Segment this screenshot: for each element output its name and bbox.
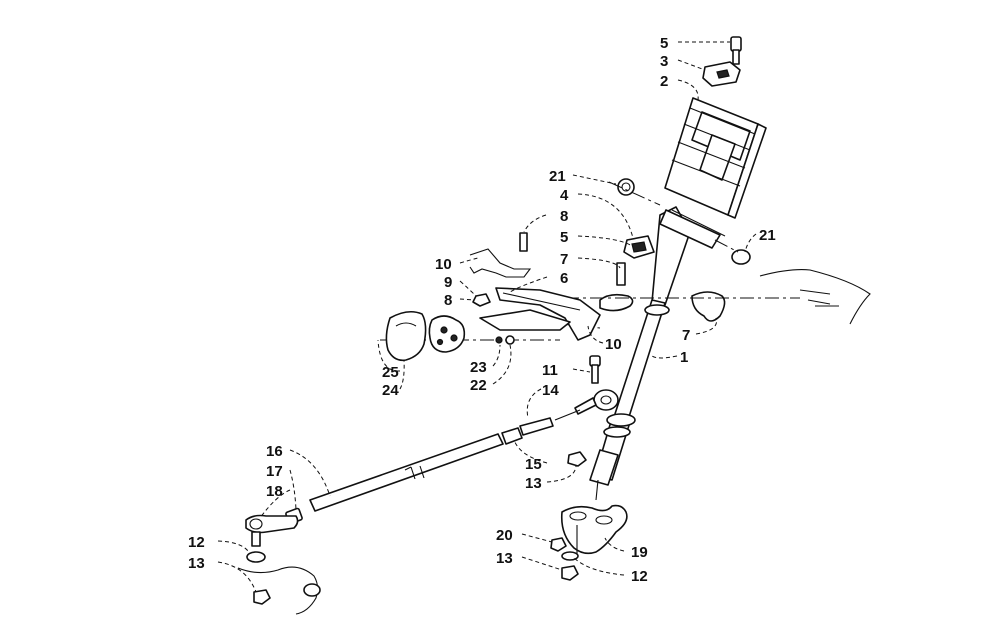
- support-bracket: [479, 287, 601, 341]
- callout-2: 2: [660, 73, 668, 90]
- callout-20: 20: [496, 527, 513, 544]
- callout-21-right: 21: [759, 227, 776, 244]
- top-cap-clamp: [702, 61, 741, 87]
- callout-10-right: 10: [605, 336, 622, 353]
- washer-small-b: [505, 335, 515, 345]
- washer-left: [246, 551, 266, 563]
- screw-small-a: [495, 336, 503, 344]
- callout-16: 16: [266, 443, 283, 460]
- callout-11: 11: [542, 362, 558, 379]
- callout-10-top: 10: [435, 256, 452, 273]
- clamp-half-right: [691, 291, 726, 322]
- bolt-upper: [519, 232, 528, 252]
- callout-12-left: 12: [188, 534, 205, 551]
- callout-13-mid: 13: [525, 475, 542, 492]
- nut-mid: [567, 451, 587, 467]
- callout-3: 3: [660, 53, 668, 70]
- callout-4: 4: [560, 187, 569, 204]
- handlebar-pad: [664, 97, 767, 219]
- washer-bottom: [561, 551, 579, 561]
- callout-12-bottom: 12: [631, 568, 648, 585]
- callout-6: 6: [560, 270, 568, 287]
- callout-1: 1: [680, 349, 688, 366]
- callout-13-left: 13: [188, 555, 205, 572]
- bushing-right: [731, 249, 751, 265]
- callout-13-bottom: 13: [496, 550, 513, 567]
- callout-15: 15: [525, 456, 542, 473]
- cap-clamp: [623, 235, 655, 259]
- callout-7-left: 7: [560, 251, 568, 268]
- clamp-half-left: [599, 293, 634, 312]
- callout-25: 25: [382, 364, 399, 381]
- tie-rod-end-upper: [554, 389, 619, 421]
- bolt-clamp-left: [616, 262, 626, 286]
- handlebar-fragment: [759, 269, 871, 325]
- throttle-housing: [385, 310, 427, 362]
- nut-bottom: [561, 565, 579, 581]
- bolt-11: [589, 355, 601, 384]
- callout-17: 17: [266, 463, 283, 480]
- callout-14: 14: [542, 382, 559, 399]
- spindle-arm: [237, 566, 321, 615]
- tie-rod-end-lower: [245, 507, 303, 547]
- tie-rod: [309, 417, 554, 512]
- nut-left: [253, 589, 271, 605]
- bushing-left: [617, 178, 635, 196]
- callout-24: 24: [382, 382, 399, 399]
- steering-post: [589, 206, 726, 501]
- callout-7-right: 7: [682, 327, 690, 344]
- callout-23: 23: [470, 359, 487, 376]
- callout-22: 22: [470, 377, 487, 394]
- callout-8-mid: 8: [444, 292, 452, 309]
- callout-9: 9: [444, 274, 452, 291]
- callout-21-left: 21: [549, 168, 566, 185]
- callout-5-top: 5: [660, 35, 668, 52]
- callout-19: 19: [631, 544, 648, 561]
- callout-labels: 5 3 2 21 4 21 8 5 7 6 10 9 8 7 10 1 23 2…: [188, 35, 776, 585]
- top-bolt: [730, 36, 742, 65]
- leader-lines: [217, 41, 757, 593]
- switch-mechanism: [428, 315, 466, 353]
- nut-lower-20: [550, 537, 567, 552]
- callout-18: 18: [266, 483, 283, 500]
- steering-arm-lower: [560, 504, 628, 555]
- callout-5-mid: 5: [560, 229, 568, 246]
- callout-8-top: 8: [560, 208, 568, 225]
- linkage-top: [469, 248, 532, 278]
- nut-upper: [472, 293, 491, 307]
